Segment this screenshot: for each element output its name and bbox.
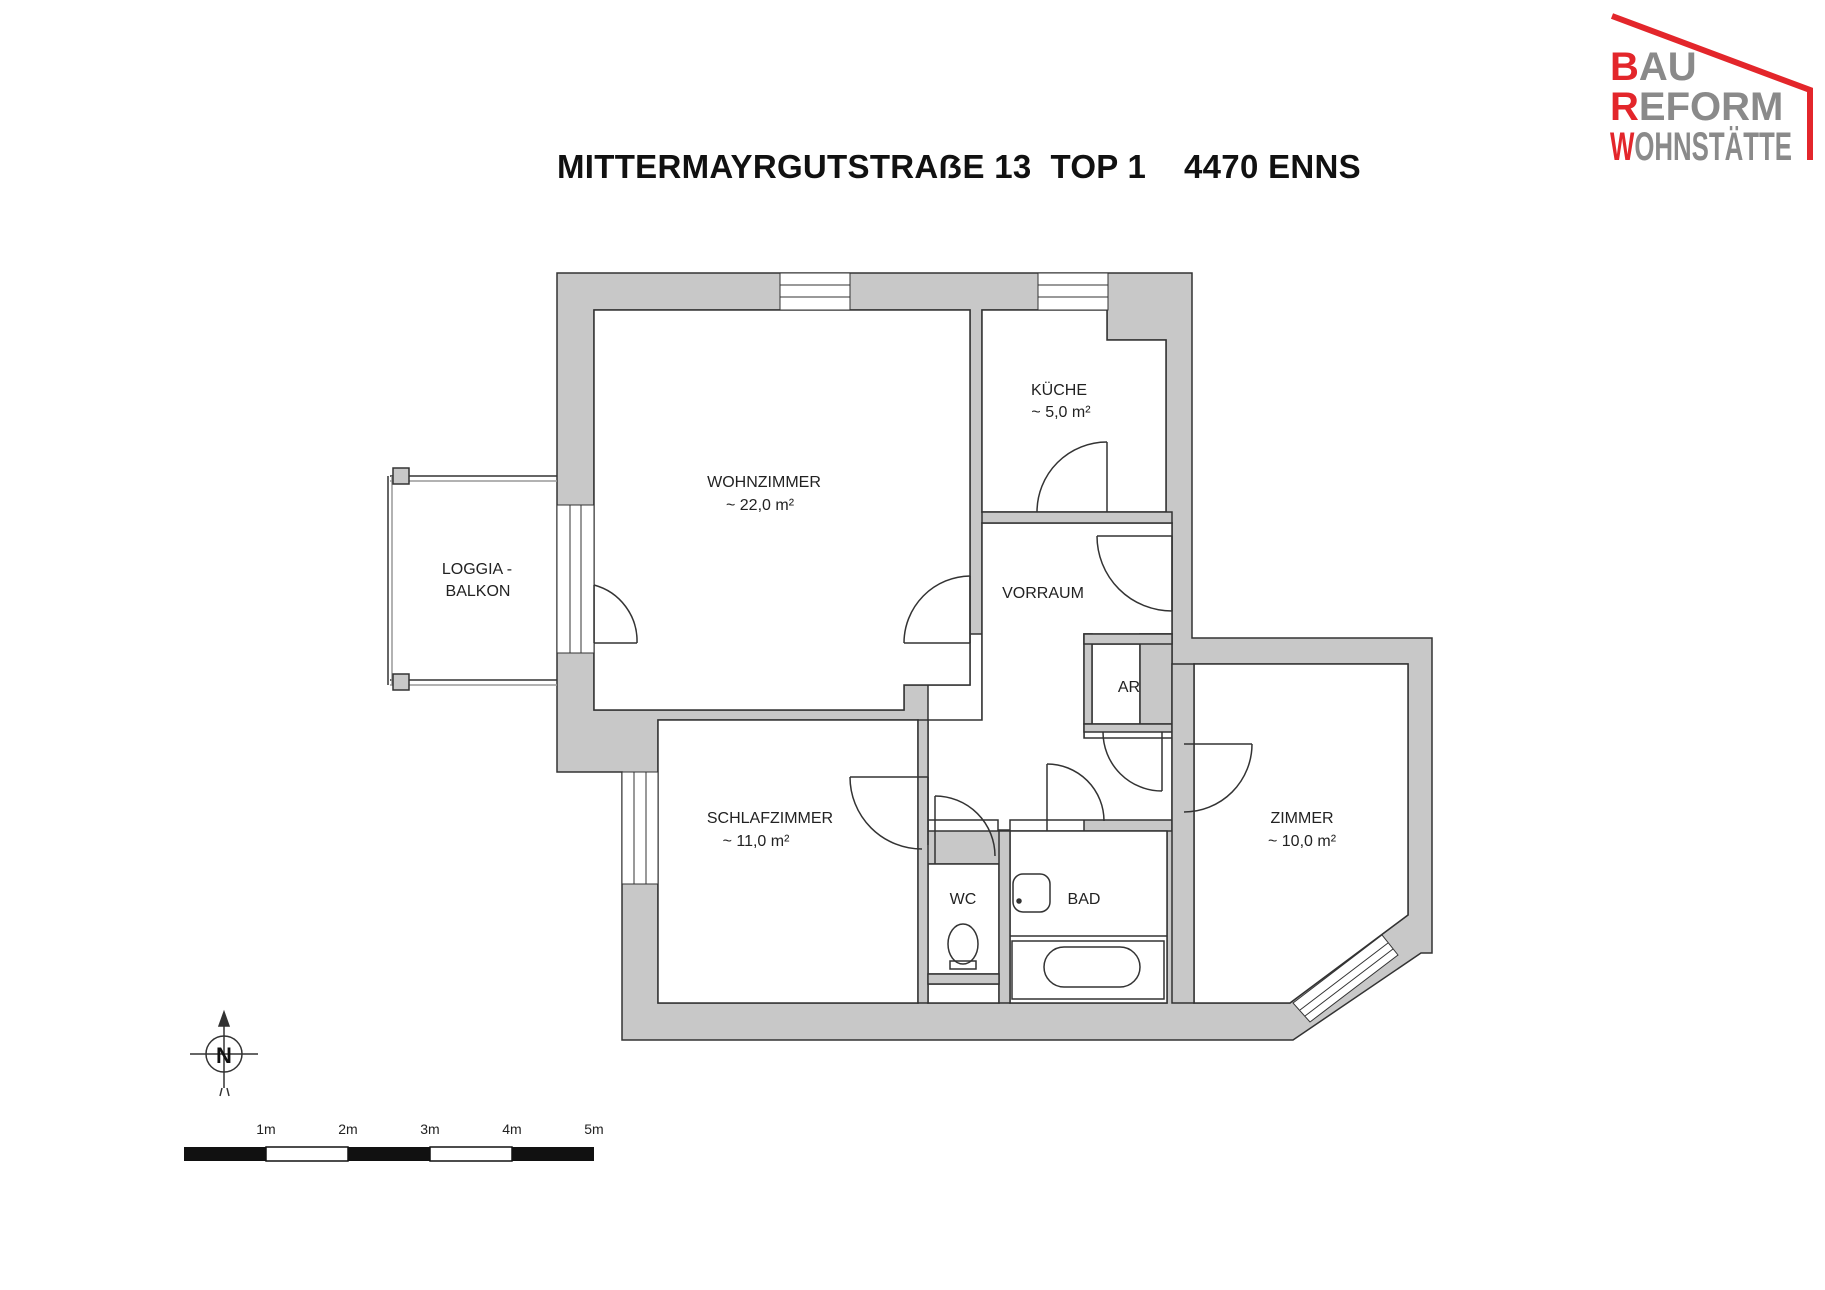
label-loggia-1: LOGGIA - xyxy=(442,561,512,578)
north-label: N xyxy=(216,1043,232,1068)
label-zimmer: ZIMMER xyxy=(1270,810,1333,827)
scale-bar: 1m 2m 3m 4m 5m xyxy=(184,1121,604,1162)
logo-line-1: BAU xyxy=(1610,45,1697,89)
window-wohnzimmer-north xyxy=(779,272,851,311)
wc-shelf xyxy=(927,983,1000,1004)
window-zimmer-corner xyxy=(1292,934,1399,1023)
door-bad xyxy=(1046,763,1105,831)
windows xyxy=(556,272,1399,1023)
scale-segment-1 xyxy=(184,1147,266,1161)
plan-title: MITTERMAYRGUTSTRAẞE 13 TOP 1 4470 ENNS xyxy=(557,148,1361,185)
fixtures xyxy=(947,873,1167,1000)
logo-line-3: WOHNSTÄTTE xyxy=(1610,125,1792,169)
window-schlafzimmer-west xyxy=(621,771,659,885)
partition-walls xyxy=(917,511,1195,1004)
wohnzimmer-room xyxy=(593,309,971,711)
wc-room xyxy=(927,863,1000,975)
label-wohnzimmer: WOHNZIMMER xyxy=(707,474,821,491)
north-arrow: N xyxy=(190,1009,258,1097)
scale-label-5m: 5m xyxy=(584,1121,603,1137)
loggia-post-top xyxy=(392,467,410,485)
logo-roof-line xyxy=(1610,13,1813,160)
bathtub xyxy=(1011,940,1165,1000)
door-loggia xyxy=(593,584,638,644)
schlafzimmer-room xyxy=(657,719,919,1004)
label-wc: WC xyxy=(950,891,977,908)
scale-label-4m: 4m xyxy=(502,1121,521,1137)
door-kueche xyxy=(1036,441,1108,513)
scale-label-1m: 1m xyxy=(256,1121,275,1137)
scale-label-3m: 3m xyxy=(420,1121,439,1137)
area-schlafzimmer: ~ 11,0 m² xyxy=(723,833,791,850)
area-wohnzimmer: ~ 22,0 m² xyxy=(726,497,795,514)
bathtub-inner xyxy=(1043,946,1141,988)
label-kueche: KÜCHE xyxy=(1031,381,1087,399)
label-ar: AR xyxy=(1118,679,1140,696)
bau-reform-logo: BAU REFORM WOHNSTÄTTE xyxy=(1610,13,1813,169)
washbasin xyxy=(1012,873,1051,913)
scale-segment-2 xyxy=(265,1146,349,1162)
room-labels: WOHNZIMMER ~ 22,0 m² KÜCHE ~ 5,0 m² LOGG… xyxy=(442,381,1337,908)
room-interiors xyxy=(593,309,1409,1004)
scale-segment-4 xyxy=(429,1146,513,1162)
label-schlafzimmer: SCHLAFZIMMER xyxy=(707,810,833,827)
scale-label-2m: 2m xyxy=(338,1121,357,1137)
door-schlafzimmer xyxy=(849,776,929,850)
area-zimmer: ~ 10,0 m² xyxy=(1268,833,1337,850)
scale-segment-3 xyxy=(348,1147,430,1161)
label-vorraum: VORRAUM xyxy=(1002,585,1084,602)
label-loggia-2: BALKON xyxy=(446,583,511,600)
window-loggia-door xyxy=(556,504,595,654)
logo-line-2: REFORM xyxy=(1610,85,1783,129)
loggia-post-bottom xyxy=(392,673,410,691)
loggia-balcony xyxy=(387,467,557,691)
door-wc xyxy=(934,795,996,864)
door-zimmer xyxy=(1183,743,1253,813)
door-ar xyxy=(1102,731,1163,792)
doors xyxy=(593,441,1253,864)
toilet xyxy=(947,923,979,970)
door-entrance xyxy=(1096,535,1173,612)
washbasin-drain xyxy=(1016,898,1022,904)
north-arrow-head xyxy=(217,1009,231,1027)
window-kueche-north xyxy=(1037,272,1109,311)
door-wohnzimmer xyxy=(903,575,971,644)
area-kueche: ~ 5,0 m² xyxy=(1031,404,1091,421)
scale-segment-5 xyxy=(512,1147,594,1161)
label-bad: BAD xyxy=(1068,891,1101,908)
